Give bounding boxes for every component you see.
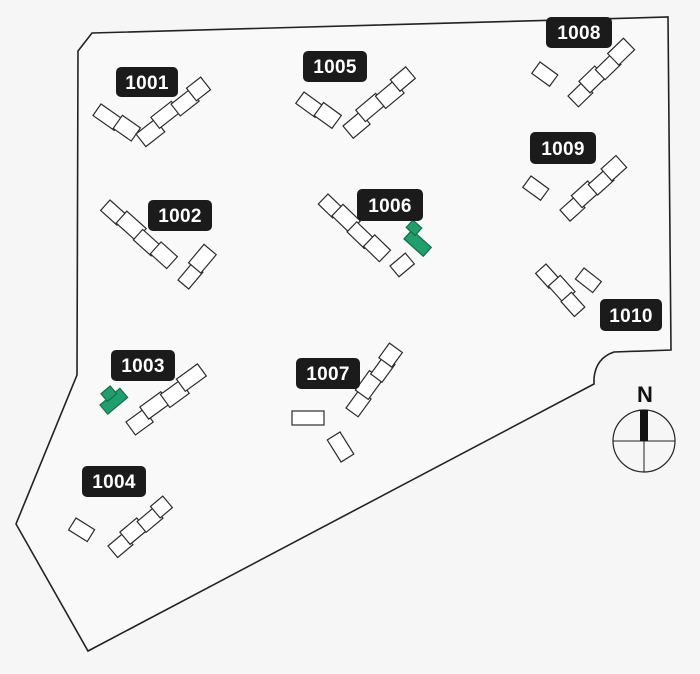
lot-label-1008[interactable]: 1008	[546, 17, 612, 48]
lot-1002-buildings[interactable]	[99, 198, 218, 290]
lot-1009-buildings[interactable]	[521, 154, 628, 222]
lot-label-1006[interactable]: 1006	[357, 189, 423, 221]
highlight-building-1006	[403, 219, 433, 258]
lot-1004-buildings[interactable]	[67, 495, 175, 559]
lot-label-text: 1003	[121, 356, 164, 377]
lot-label-text: 1006	[368, 196, 411, 217]
lot-1001-buildings[interactable]	[92, 76, 214, 148]
lot-label-text: 1008	[557, 23, 600, 44]
lot-label-text: 1009	[541, 139, 584, 160]
lot-label-1003[interactable]: 1003	[111, 350, 175, 381]
lot-1008-buildings[interactable]	[530, 37, 636, 108]
lot-label-text: 1010	[609, 306, 652, 327]
compass-north-label: N	[637, 382, 653, 407]
compass: N	[612, 382, 676, 473]
lot-label-1007[interactable]: 1007	[296, 358, 360, 389]
north-arrow-icon	[640, 410, 648, 441]
lot-1010-buildings[interactable]	[534, 262, 603, 318]
lot-1006-buildings[interactable]	[317, 192, 436, 278]
lot-label-text: 1005	[313, 57, 357, 78]
site-boundary	[15, 16, 672, 653]
lot-label-text: 1002	[158, 206, 201, 227]
lot-label-1004[interactable]: 1004	[82, 466, 146, 497]
lot-label-text: 1004	[92, 472, 136, 493]
highlight-building-1003	[99, 385, 129, 416]
lot-label-1002[interactable]: 1002	[148, 200, 212, 231]
lot-label-1001[interactable]: 1001	[116, 67, 178, 97]
lot-label-text: 1001	[125, 73, 169, 94]
lot-1003-buildings[interactable]	[95, 363, 210, 436]
lot-label-text: 1007	[306, 364, 349, 385]
lot-1007-buildings[interactable]	[291, 342, 404, 463]
lot-1005-buildings[interactable]	[294, 66, 419, 140]
lot-label-1009[interactable]: 1009	[530, 132, 596, 164]
lot-label-1005[interactable]: 1005	[303, 51, 367, 82]
lot-label-1010[interactable]: 1010	[600, 299, 662, 331]
